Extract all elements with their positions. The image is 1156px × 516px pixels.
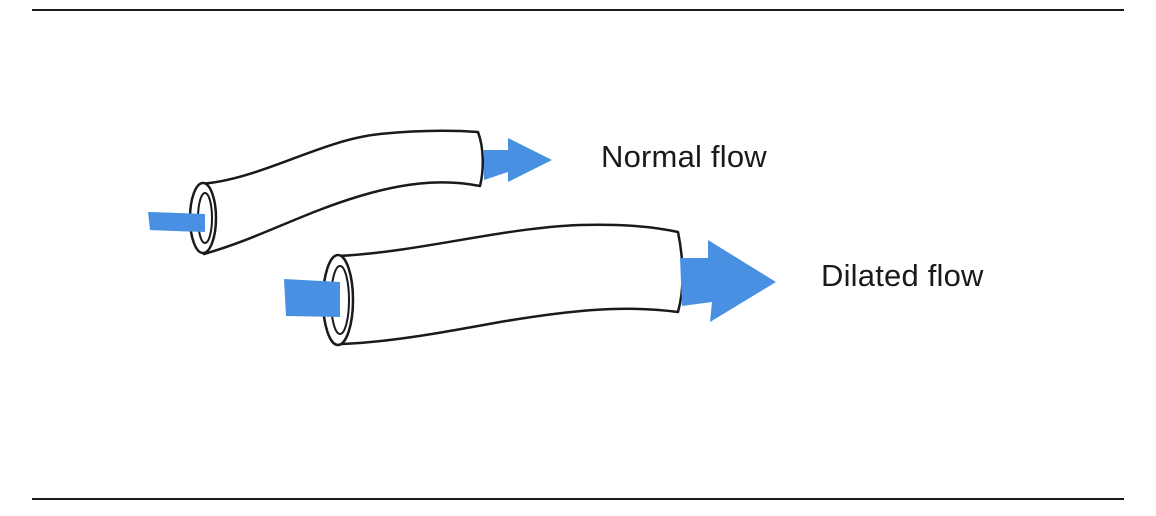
normal-inflow-arrow-inner xyxy=(150,212,205,232)
dilated-inflow-arrow xyxy=(284,279,340,317)
dilated-vessel-tube xyxy=(336,223,684,346)
normal-vessel-tube xyxy=(198,129,484,256)
dilated-flow-label: Dilated flow xyxy=(821,258,984,293)
normal-outflow-arrow xyxy=(484,138,552,182)
normal-vessel xyxy=(148,129,552,256)
normal-flow-label: Normal flow xyxy=(601,139,767,174)
dilated-outflow-arrow xyxy=(680,240,776,322)
dilated-vessel xyxy=(284,223,776,347)
